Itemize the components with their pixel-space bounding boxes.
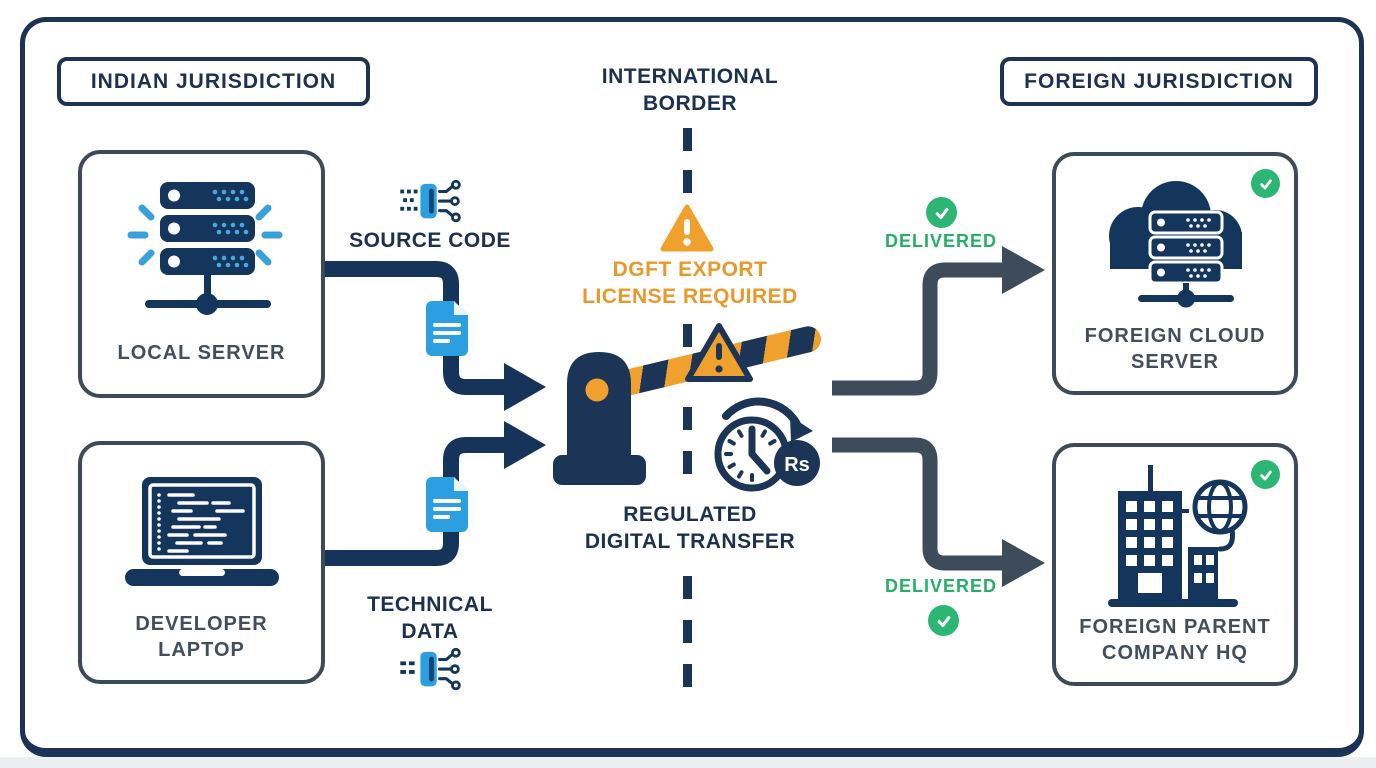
indian-jurisdiction-label: INDIAN JURISDICTION — [90, 69, 337, 93]
clock-rupee-icon: Rs — [714, 397, 820, 492]
check-icon — [1259, 178, 1272, 189]
regulated-transfer-label: REGULATED DIGITAL TRANSFER — [584, 503, 796, 553]
foreign-parent-company-label: FOREIGN PARENT COMPANY HQ — [1079, 616, 1271, 664]
border-dash — [683, 128, 692, 151]
server-rack-icon — [127, 182, 283, 315]
check-icon — [935, 207, 948, 219]
indian-jurisdiction-header: INDIAN JURISDICTION — [57, 57, 370, 106]
success-check-icon — [1251, 460, 1280, 489]
bottom-shadow-line — [0, 757, 1376, 768]
check-icon — [937, 615, 950, 627]
foreign-jurisdiction-label: FOREIGN JURISDICTION — [1024, 69, 1294, 93]
delivered-check-icon — [926, 197, 957, 228]
check-icon — [1259, 469, 1272, 480]
foreign-parent-company-box: FOREIGN PARENT COMPANY HQ — [1052, 443, 1298, 686]
developer-laptop-box: DEVELOPER LAPTOP — [78, 441, 325, 684]
data-transfer-chip-icon — [400, 648, 461, 691]
dgft-license-warning: DGFT EXPORT LICENSE REQUIRED — [582, 258, 798, 308]
international-border-title: INTERNATIONAL BORDER — [601, 65, 779, 115]
code-laptop-icon — [125, 477, 279, 586]
cloud-server-icon — [1109, 181, 1242, 308]
border-dash — [683, 451, 692, 474]
data-transfer-chip-icon — [400, 180, 461, 223]
company-building-globe-icon — [1108, 465, 1248, 607]
foreign-cloud-server-label: FOREIGN CLOUD SERVER — [1084, 325, 1266, 373]
foreign-jurisdiction-header: FOREIGN JURISDICTION — [1000, 57, 1318, 106]
local-server-box: LOCAL SERVER — [78, 150, 325, 398]
boom-barrier-icon — [553, 323, 753, 485]
technical-data-label: TECHNICAL DATA — [367, 593, 493, 643]
border-dash — [683, 664, 692, 687]
delivered-check-icon — [928, 605, 959, 636]
border-dash — [683, 576, 692, 599]
rupee-badge-label: Rs — [784, 454, 810, 476]
border-dash — [683, 620, 692, 643]
warning-triangle-icon — [660, 204, 714, 252]
border-dash — [683, 324, 692, 347]
developer-laptop-label: DEVELOPER LAPTOP — [135, 613, 268, 661]
success-check-icon — [1251, 169, 1280, 198]
foreign-cloud-server-box: FOREIGN CLOUD SERVER — [1052, 152, 1298, 395]
local-server-label: LOCAL SERVER — [117, 342, 286, 364]
delivered-label-top: DELIVERED — [884, 231, 998, 251]
document-file-icon — [426, 301, 468, 356]
border-dash — [683, 407, 692, 430]
source-code-label: SOURCE CODE — [349, 229, 511, 252]
border-dash — [683, 170, 692, 193]
delivered-label-bottom: DELIVERED — [884, 576, 998, 596]
document-file-icon — [426, 477, 468, 532]
